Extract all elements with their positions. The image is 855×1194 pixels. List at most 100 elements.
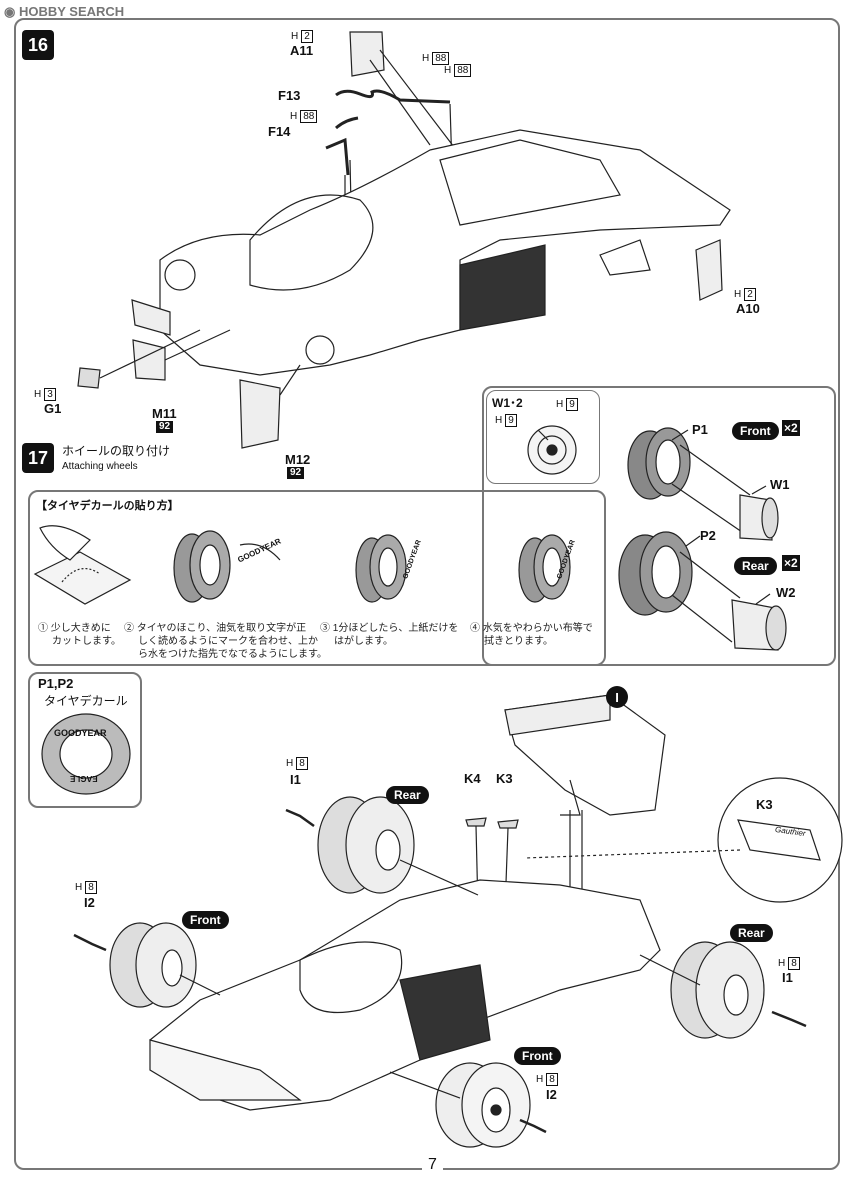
part-code-box: 9	[566, 398, 578, 411]
front-pill-bottom: Front	[514, 1047, 561, 1065]
step-16-number: 16	[27, 34, 49, 55]
part-label-m12: M12	[285, 452, 311, 467]
part-badge-m12: 92	[287, 467, 305, 479]
tire-p1-label: P1	[692, 422, 708, 437]
h-prefix: H	[734, 289, 742, 300]
decal-step-num: ①	[38, 623, 48, 634]
h-prefix: H	[290, 111, 298, 122]
wheel-panel-drawing	[527, 425, 787, 651]
front-pill-left: Front	[182, 911, 229, 929]
part-code-box: 8	[85, 881, 97, 894]
decal-heading: 【タイヤデカールの貼り方】	[36, 500, 179, 512]
decal-step-num: ④	[470, 623, 480, 634]
rear-pill-panel: Rear	[734, 557, 777, 575]
tire-decal-label: P1,P2	[38, 676, 74, 691]
decal-step-line: カットします。	[52, 636, 121, 647]
front-pill-panel: Front	[732, 422, 779, 440]
decal-step-line: 1分ほどしたら、上紙だけを	[332, 623, 459, 634]
h-prefix: H	[778, 958, 786, 969]
tire-decal-box	[28, 672, 142, 808]
part-label-i2-bottom: I2	[546, 1087, 557, 1102]
wing-marker-text: I	[615, 689, 619, 705]
part-badge-m11: 92	[156, 421, 174, 433]
part-code-box: 88	[432, 52, 450, 65]
decal-step-4: ④ 水気をやわらかい布等で 拭きとります。	[470, 622, 593, 648]
decal-panel	[28, 490, 606, 666]
watermark-logo: ◉ HOBBY SEARCH	[4, 4, 124, 20]
h-prefix: H	[75, 882, 83, 893]
step-17-title-jp: ホイールの取り付け	[62, 444, 171, 458]
part-code-box: 8	[296, 757, 308, 770]
step-17-title-en: Attaching wheels	[62, 461, 138, 472]
h-prefix: H	[536, 1074, 544, 1085]
step-17-badge: 17	[22, 443, 54, 473]
k3-label: K3	[496, 771, 513, 786]
part-label-i2-left: I2	[84, 895, 95, 910]
tire-decal-brand: GOODYEAR	[54, 728, 107, 738]
h-prefix: H	[556, 399, 564, 410]
step-17-number: 17	[27, 447, 49, 468]
rear-pill-right: Rear	[730, 924, 773, 942]
h-prefix: H	[495, 415, 503, 426]
decal-steps-drawing	[33, 525, 571, 605]
part-label-g1: G1	[44, 401, 62, 416]
part-label-f13: F13	[278, 88, 301, 103]
detail-k3-label: K3	[756, 797, 773, 812]
h-prefix: H	[444, 65, 452, 76]
wheel-label: W1･2	[492, 396, 523, 410]
decal-step-line: 拭きとります。	[484, 636, 553, 647]
step-16-drawing	[77, 31, 731, 449]
page-number: 7	[422, 1156, 443, 1174]
wheel-w2-label: W2	[776, 585, 796, 600]
rear-pill-top: Rear	[386, 786, 429, 804]
part-label-m11: M11	[152, 406, 177, 421]
decal-step-line: はがします。	[334, 636, 393, 647]
part-code-box: 2	[301, 30, 313, 43]
part-label-i1-top: I1	[290, 772, 301, 787]
decal-step-num: ③	[320, 623, 330, 634]
rear-multiplier: ×2	[782, 555, 800, 571]
part-code-box: 88	[300, 110, 318, 123]
part-code-box: 8	[546, 1073, 558, 1086]
part-code-box: 9	[505, 414, 517, 427]
part-code-box: 88	[454, 64, 472, 77]
decal-step-2: ② タイヤのほこり、油気を取り文字が正 しく読めるようにマークを合わせ、上か ら…	[124, 622, 327, 661]
part-code-box: 8	[788, 957, 800, 970]
part-code-box: 3	[44, 388, 56, 401]
hobby-icon: ◉	[4, 4, 16, 19]
wheel-inset-box	[486, 390, 600, 484]
decal-step-line: 少し大きめに	[50, 623, 111, 634]
wheel-w1-label: W1	[770, 477, 790, 492]
tire-p2-label: P2	[700, 528, 716, 543]
h-prefix: H	[291, 31, 299, 42]
wing-marker: I	[606, 686, 628, 708]
decal-step-line: タイヤのほこり、油気を取り文字が正	[136, 623, 307, 634]
h-prefix: H	[286, 758, 294, 769]
tire-decal-label-jp: タイヤデカール	[44, 694, 128, 708]
part-label-a11: A11	[290, 43, 314, 58]
decal-step-line: ら水をつけた指先でなでるようにします。	[138, 649, 327, 660]
h-prefix: H	[422, 53, 430, 64]
part-label-a10: A10	[736, 301, 760, 316]
part-code-box: 2	[744, 288, 756, 301]
decal-step-1: ① 少し大きめに カットします。	[38, 622, 121, 648]
decal-step-3: ③ 1分ほどしたら、上紙だけを はがします。	[320, 622, 458, 648]
front-multiplier: ×2	[782, 420, 800, 436]
decal-step-num: ②	[124, 623, 134, 634]
decal-step-line: しく読めるようにマークを合わせ、上か	[138, 636, 318, 647]
part-label-f14: F14	[268, 124, 291, 139]
decal-step-line: 水気をやわらかい布等で	[482, 623, 593, 634]
h-prefix: H	[34, 389, 42, 400]
